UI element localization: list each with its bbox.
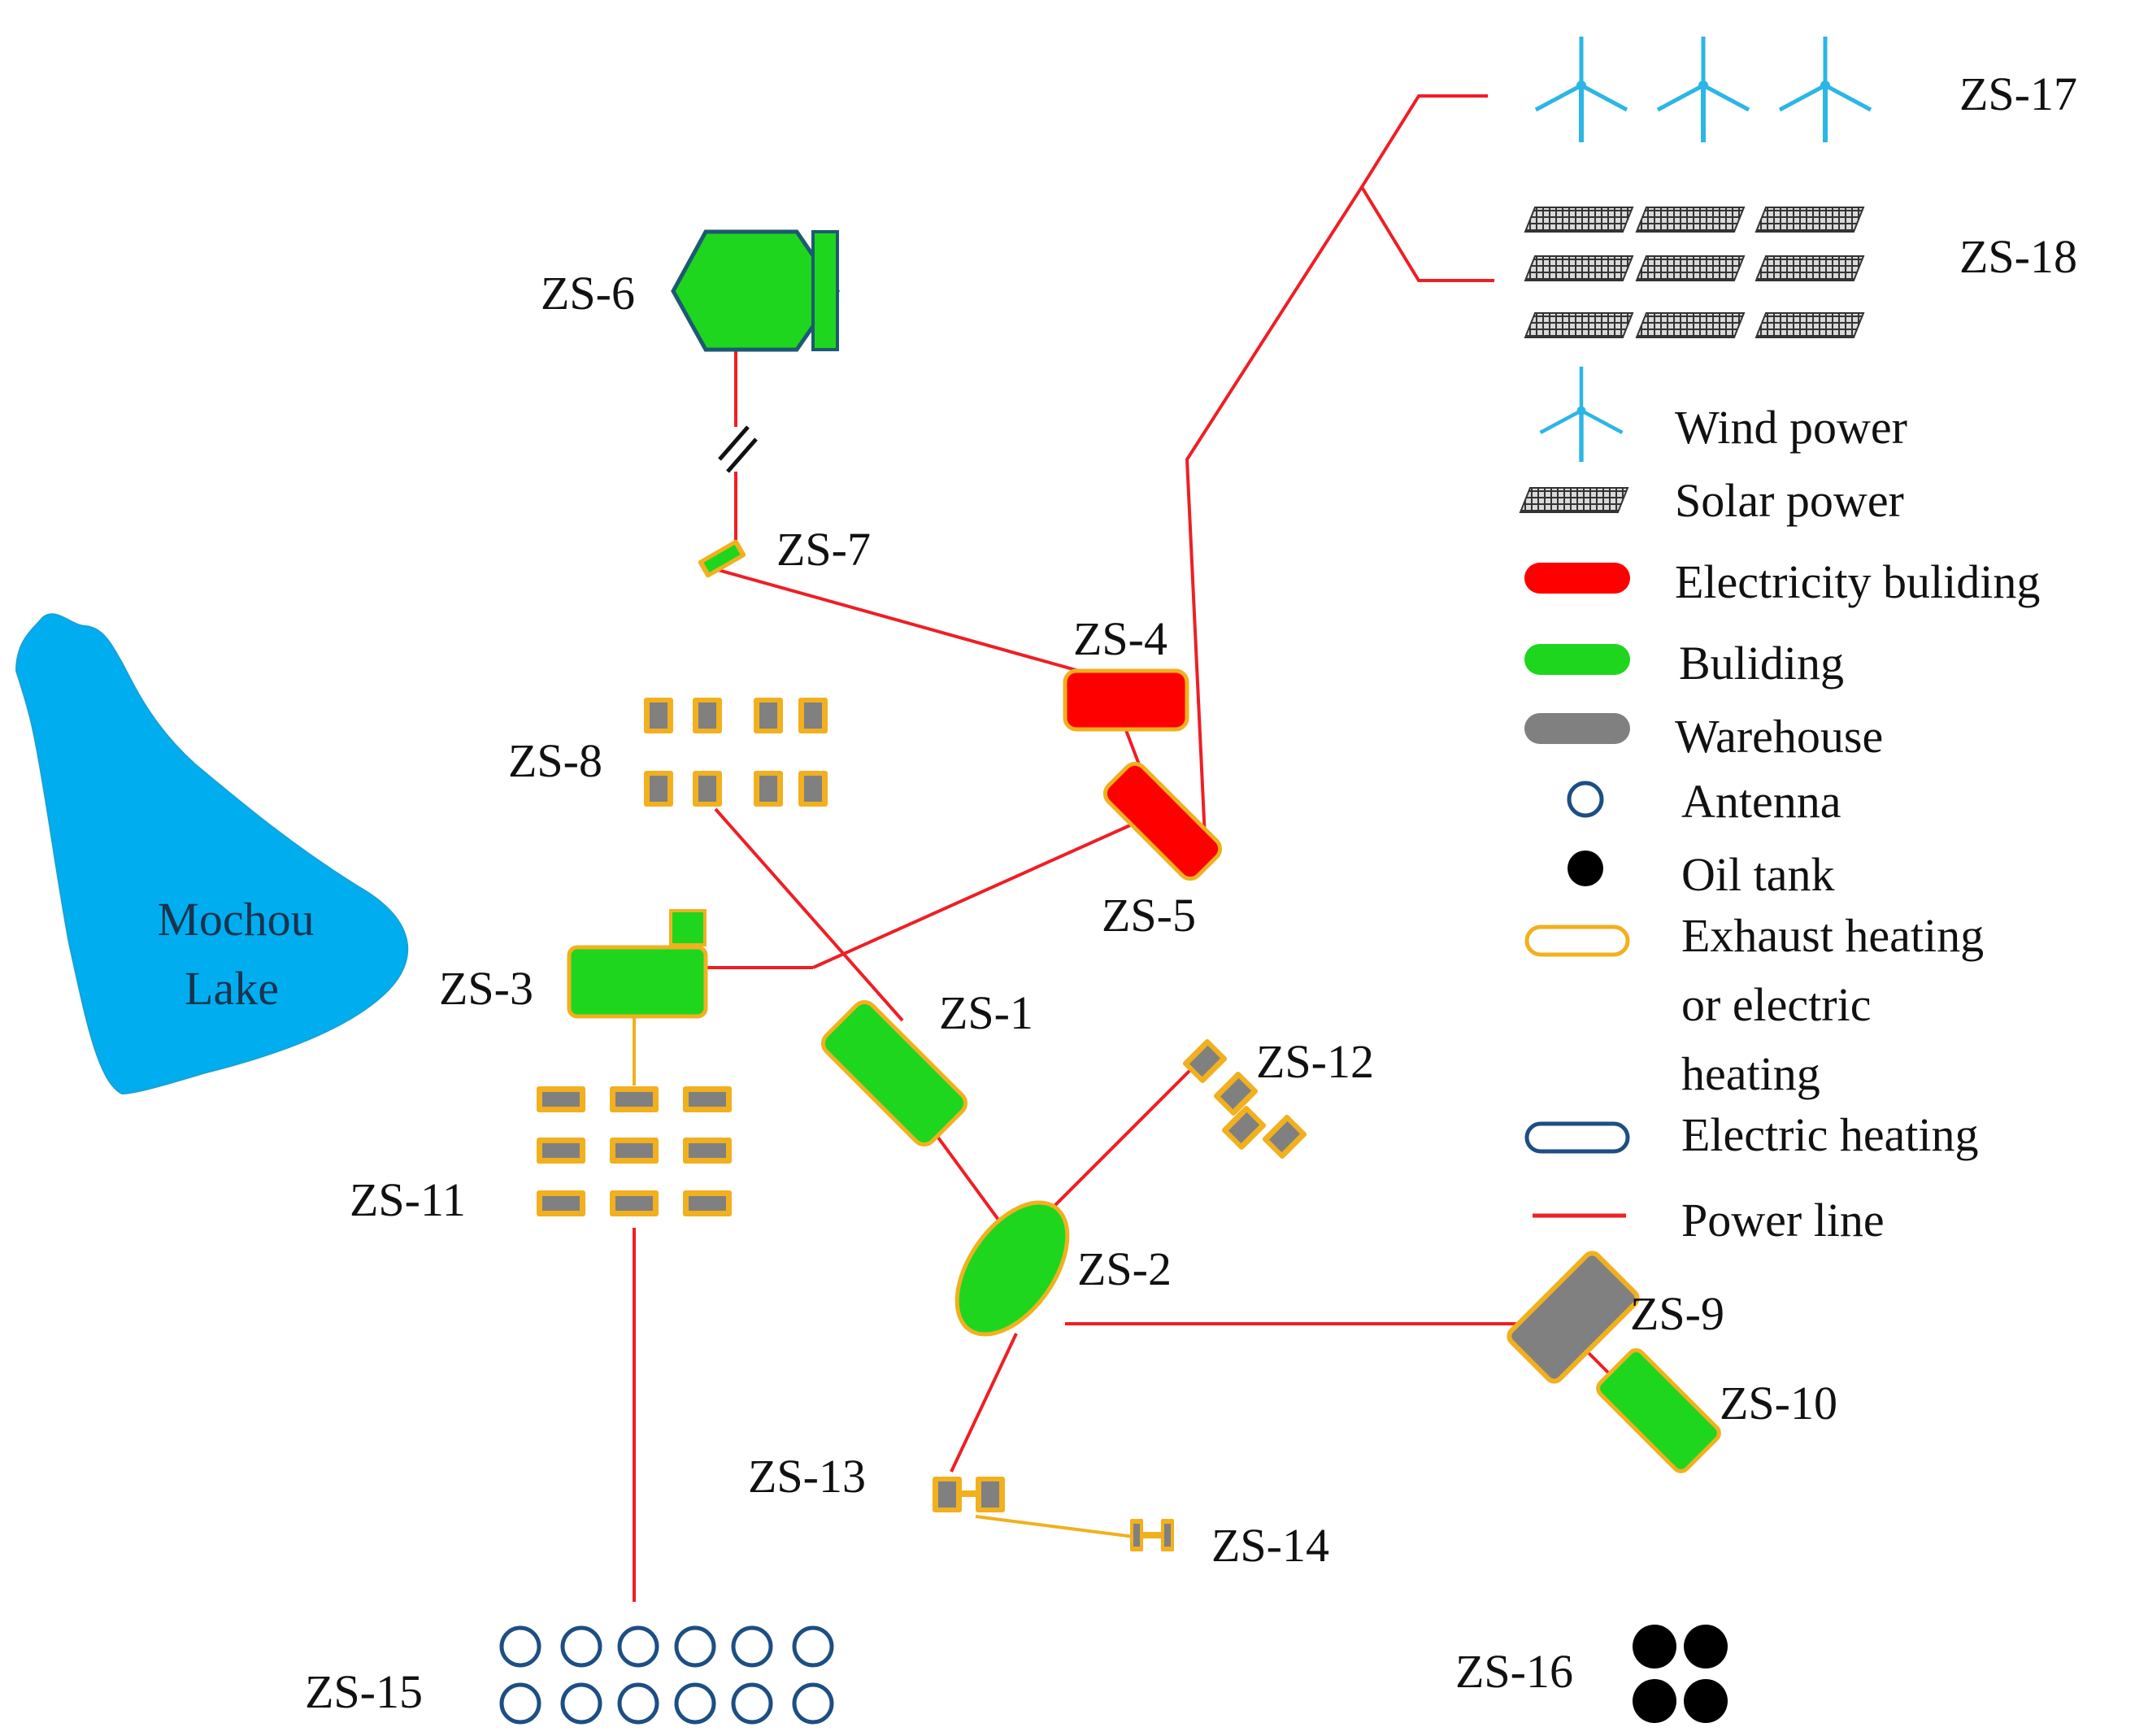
legend-electricity-building-swatch — [1524, 563, 1630, 594]
zs5-building — [1102, 761, 1223, 881]
legend-exhaust-heating-label-line1: Exhaust heating — [1681, 909, 1984, 962]
label-zs2: ZS-2 — [1077, 1242, 1172, 1295]
zs2-building — [954, 1200, 1070, 1337]
legend-solar-icon — [1520, 487, 1628, 513]
label-zs1: ZS-1 — [939, 986, 1033, 1039]
label-zs16: ZS-16 — [1455, 1645, 1573, 1698]
zs9-warehouse — [1507, 1251, 1640, 1384]
legend-wind-label: Wind power — [1675, 401, 1907, 454]
zs16-oil-tanks — [1633, 1625, 1728, 1723]
label-zs3: ZS-3 — [439, 962, 533, 1015]
legend-exhaust-heating-swatch — [1524, 925, 1630, 957]
legend-building-swatch — [1524, 644, 1630, 675]
legend-electricity-building-label: Electricity buliding — [1675, 555, 2040, 608]
zs14-warehouses — [1130, 1519, 1174, 1551]
label-zs13: ZS-13 — [748, 1450, 866, 1503]
label-zs4: ZS-4 — [1073, 612, 1167, 665]
zs4-building — [1063, 668, 1189, 732]
legend: Wind power Solar power Electricity bulid… — [1520, 367, 2040, 1247]
label-zs12: ZS-12 — [1256, 1035, 1374, 1088]
legend-oil-tank-icon — [1568, 851, 1603, 886]
zs3-building — [567, 909, 708, 1019]
lake-label-line1: Mochou — [157, 893, 314, 946]
legend-wind-icon — [1541, 367, 1623, 462]
legend-electric-heating-label: Electric heating — [1681, 1108, 1979, 1161]
legend-antenna-icon — [1567, 781, 1604, 818]
zs1-building — [820, 999, 968, 1147]
label-zs15: ZS-15 — [305, 1665, 423, 1718]
zs15-antennas — [499, 1625, 834, 1725]
label-zs11: ZS-11 — [350, 1173, 466, 1226]
zs11-warehouses — [537, 1086, 732, 1216]
label-zs5: ZS-5 — [1102, 889, 1196, 942]
zs13-warehouses — [933, 1477, 1005, 1512]
label-zs9: ZS-9 — [1630, 1287, 1724, 1340]
label-zs7: ZS-7 — [776, 523, 871, 576]
zs18-solar-panels — [1524, 207, 1864, 338]
legend-building-label: Buliding — [1679, 637, 1844, 690]
zs8-warehouses — [644, 698, 828, 807]
label-zs10: ZS-10 — [1720, 1377, 1837, 1429]
zs6-building — [671, 229, 841, 352]
label-zs17: ZS-17 — [1959, 67, 2077, 120]
break-marks — [718, 425, 758, 473]
legend-oil-tank-label: Oil tank — [1681, 848, 1834, 901]
zs7-building — [698, 539, 746, 578]
label-zs8: ZS-8 — [508, 734, 602, 787]
label-zs18: ZS-18 — [1959, 230, 2077, 283]
legend-antenna-label: Antenna — [1681, 775, 1841, 828]
lake-label-line2: Lake — [185, 962, 279, 1015]
legend-exhaust-heating-label-line2: or electric — [1681, 978, 1871, 1031]
label-zs14: ZS-14 — [1211, 1519, 1329, 1572]
legend-warehouse-swatch — [1524, 713, 1630, 744]
label-zs6: ZS-6 — [541, 267, 635, 320]
zs17-wind-turbines — [1536, 37, 1871, 142]
legend-exhaust-heating-label-line3: heating — [1681, 1047, 1820, 1100]
legend-power-line-label: Power line — [1681, 1194, 1885, 1247]
zs10-building — [1596, 1348, 1721, 1473]
legend-warehouse-label: Warehouse — [1675, 710, 1883, 763]
legend-solar-label: Solar power — [1675, 474, 1904, 527]
legend-electric-heating-swatch — [1524, 1121, 1630, 1154]
mochou-lake — [15, 613, 409, 1095]
